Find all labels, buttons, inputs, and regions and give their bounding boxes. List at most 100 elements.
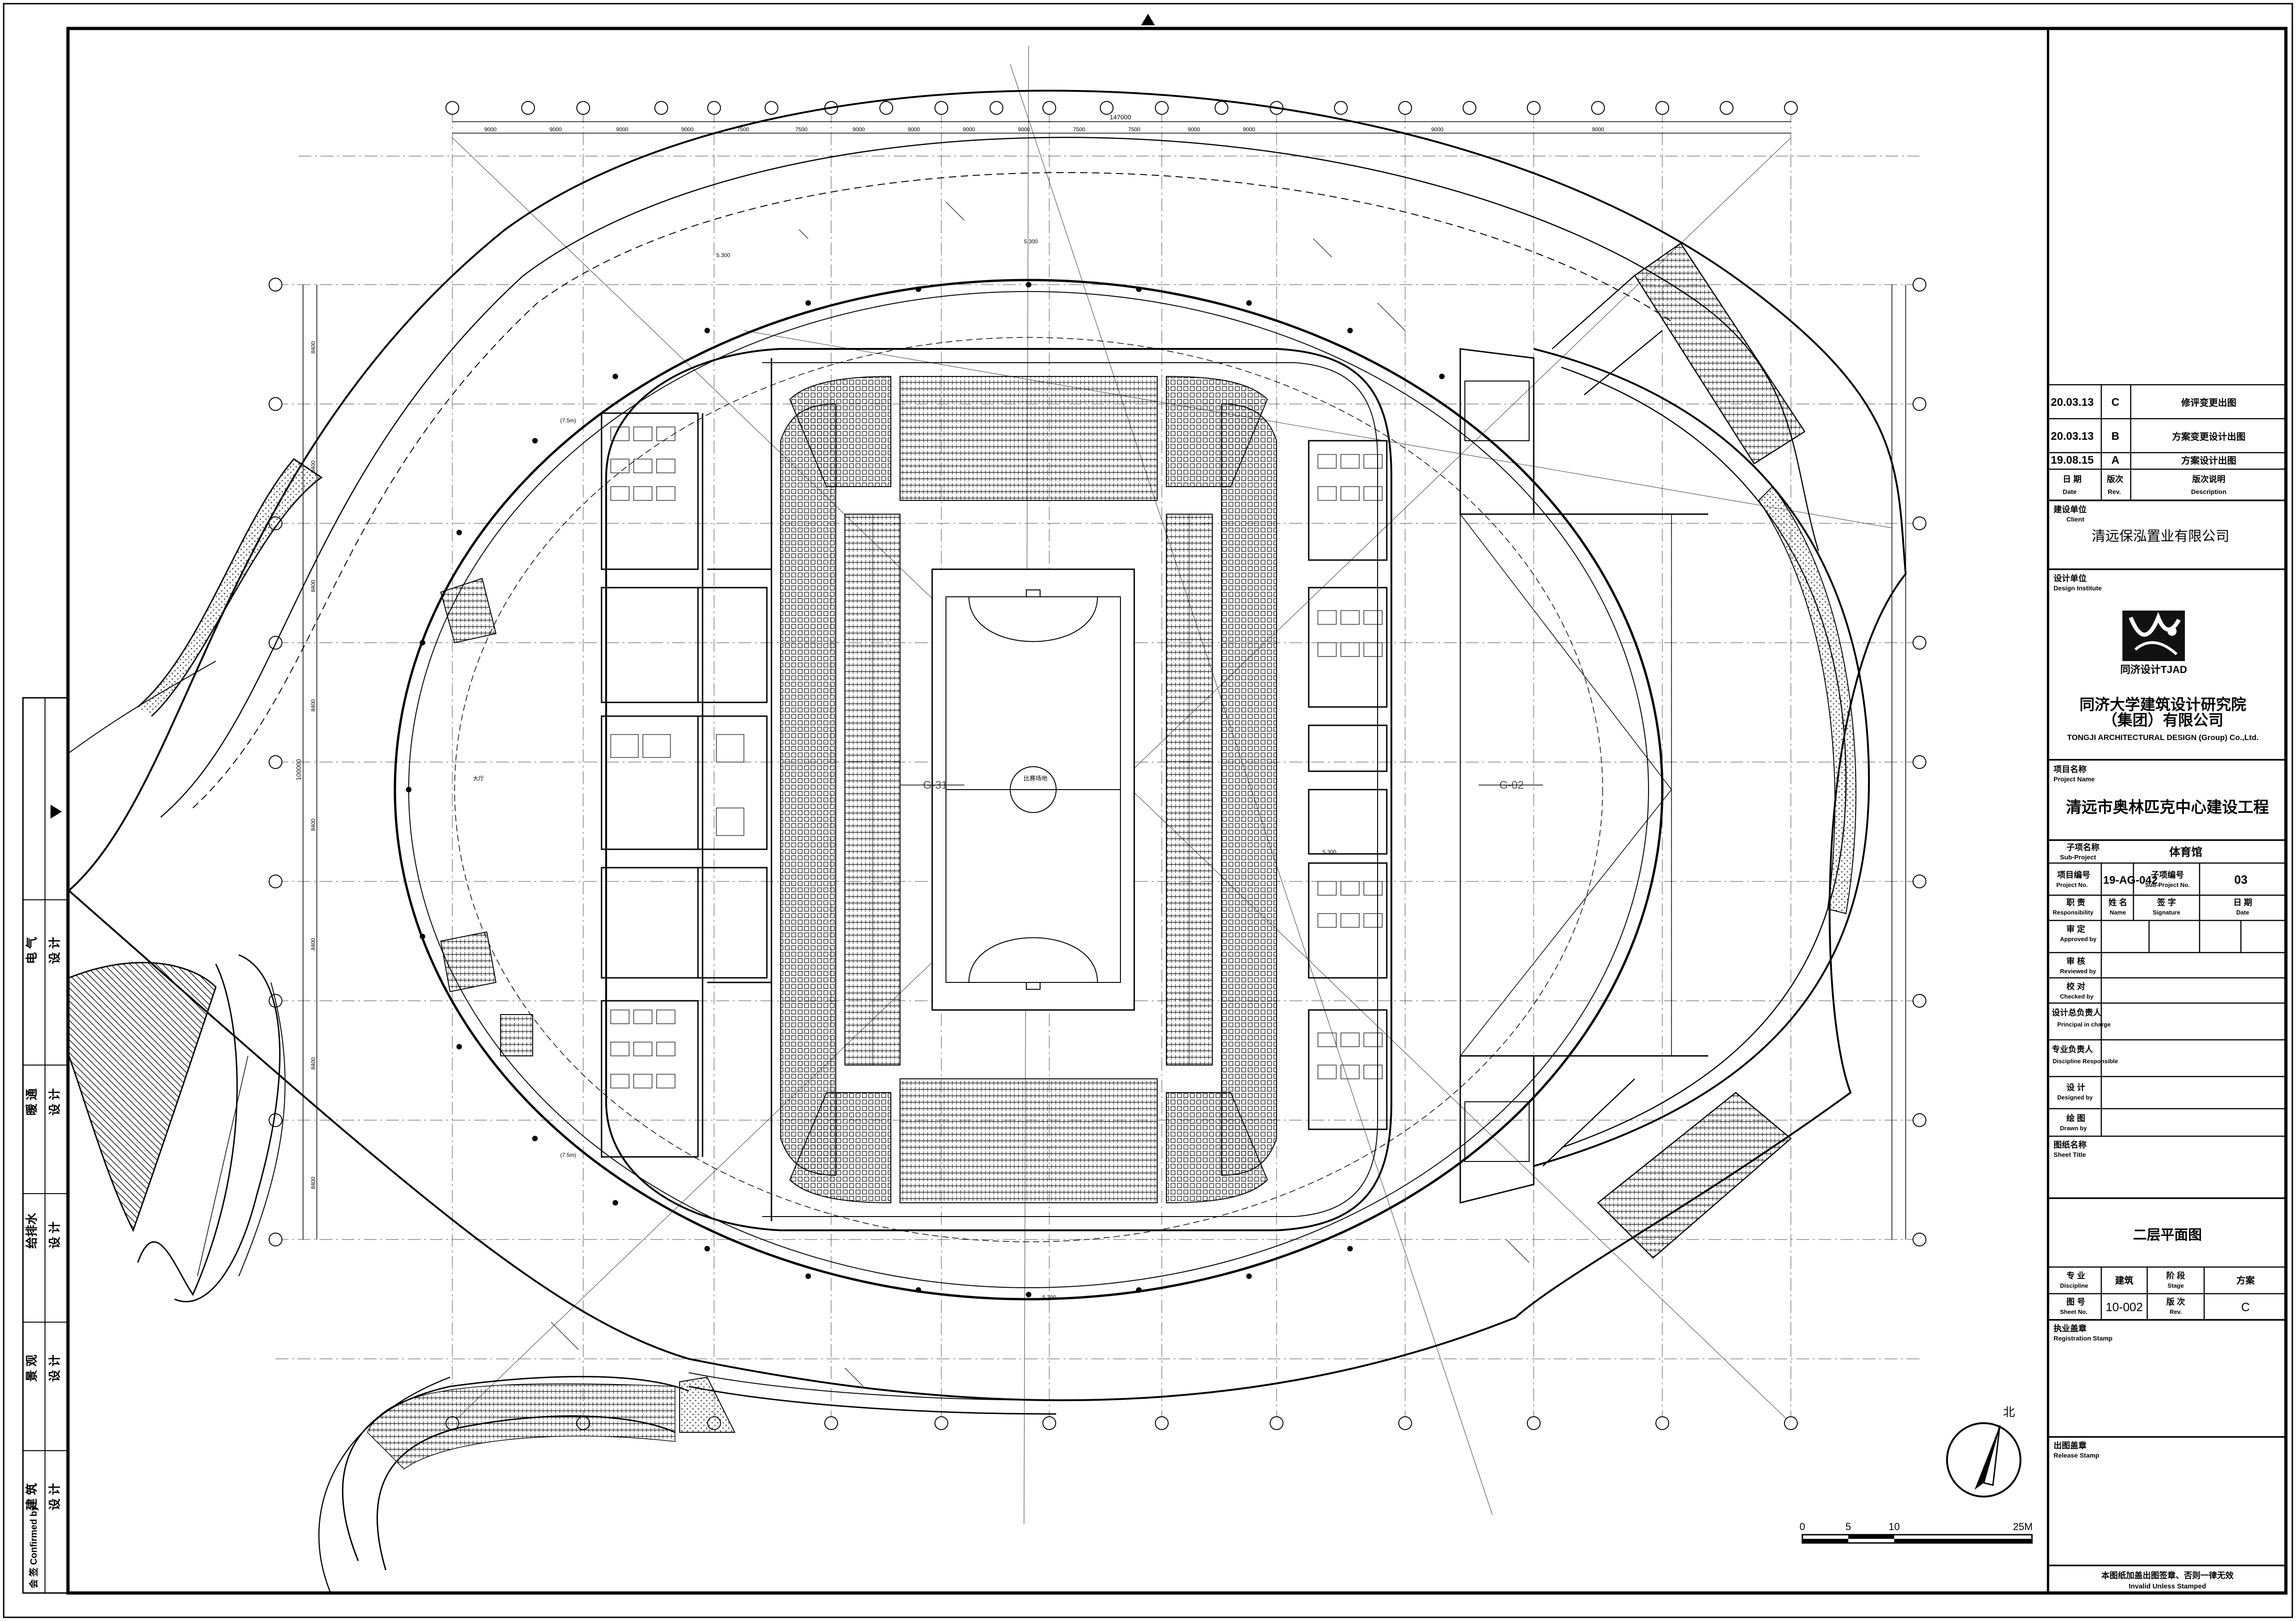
institute-name-1: 同济大学建筑设计研究院 [2080,696,2246,713]
dim-seg: 7500 [1073,126,1086,133]
dim-left-seg: 8400 [310,580,316,592]
role-3: 校 对 [2066,982,2085,991]
east-lobby [1459,348,1708,1204]
discipline-label-en: Discipline [2060,1282,2088,1289]
dim-seg: 9000 [853,126,865,133]
ring-note-2: (7.5m) [560,1152,576,1158]
dim-seg: 9000 [963,126,975,133]
discipline-label: 专 业 [2066,1271,2085,1280]
rev-date-2: 20.03.13 [2051,430,2093,443]
rev-code-2: B [2111,430,2119,443]
east-lobby-arc [1533,348,1870,1167]
role-3-en: Checked by [2060,993,2094,1000]
sheetno-label: 图 号 [2066,1297,2085,1307]
role-2: 审 核 [2066,956,2085,966]
stairs [440,578,533,1056]
date-head-en: Date [2236,909,2249,916]
role-4: 设计总负责人 [2052,1008,2102,1017]
strip-footer: 会 签 Confirmed by [28,1505,39,1588]
role-4-en: Principal in charge [2057,1021,2110,1028]
date-head: 日 期 [2233,898,2252,907]
sig-head: 签 字 [2156,897,2176,907]
rev-code-1: C [2111,396,2119,409]
south-seating [789,1078,1268,1204]
role-1: 审 定 [2066,924,2085,934]
release-label: 出图盖章 [2054,1441,2087,1450]
subproject-label-en: Sub-Project [2060,853,2096,861]
dim-seg: 9000 [616,126,629,133]
ring-note-1: (7.5m) [560,417,576,424]
rev-date-3: 19.08.15 [2051,454,2093,466]
dim-left-seg: 8400 [310,341,316,353]
floor-plan: 147000 9000 9000 9000 9000 7500 7500 900… [68,45,1926,1593]
dimension-top: 147000 [452,113,1791,134]
rev-head-desc-en: Description [2191,488,2226,495]
rev-head-date-en: Date [2063,488,2077,495]
projectno-label-en: Project No. [2056,881,2088,888]
projectno-value: 19-AG-042 [2103,874,2158,886]
projectno-label: 项目编号 [2057,870,2090,880]
stage-label-en: Stage [2167,1282,2183,1289]
sheetrev-label: 版 次 [2166,1297,2185,1307]
rev-code-3: A [2111,454,2119,466]
sheetno-label-en: Sheet No. [2060,1308,2088,1315]
scale-label-5: 5 [1846,1521,1851,1532]
building-outline [394,279,1664,1301]
subprojectno-label: 子项编号 [2151,870,2184,880]
dim-left-seg: 8400 [310,1177,316,1189]
strip-discipline-1: 电 气 [25,937,39,964]
sheet-title-label-en: Sheet Title [2054,1151,2086,1158]
client-label: 建设单位 [2054,505,2087,514]
institute-label-en: Design Institute [2054,584,2102,592]
dim-seg: 9000 [681,126,694,133]
strip-role-2: 设 计 [48,1088,62,1116]
dim-seg: 9000 [1188,126,1200,133]
institute-name-en: TONGJI ARCHITECTURAL DESIGN (Group) Co.,… [2067,733,2258,742]
registration-label: 执业盖章 [2054,1324,2087,1333]
dim-seg: 7500 [1128,126,1141,133]
subprojectno-label-en: Sub-Project No. [2145,881,2190,888]
sheetrev-value: C [2241,1300,2250,1314]
strip-role-5: 设 计 [48,1483,62,1510]
east-rooms [1308,440,1388,1130]
dim-seg: 9000 [1018,126,1030,133]
center-mark-top [1141,14,1155,25]
project-name: 清远市奥林匹克中心建设工程 [2066,798,2269,816]
title-block: 20.03.13 C 修评变更出图 20.03.13 B 方案变更设计出图 19… [2047,27,2287,1594]
rev-desc-3: 方案设计出图 [2181,455,2236,466]
role-7-en: Drawn by [2060,1125,2087,1132]
dim-left-seg: 8400 [310,699,316,712]
release-label-en: Release Stamp [2054,1452,2099,1459]
dim-side-total: 100000 [295,759,302,780]
dim-left-seg: 8400 [310,1057,316,1070]
sheet-title-label: 图纸名称 [2054,1140,2087,1150]
court-label: 比赛场地 [1024,775,1047,782]
scale-label-25: 25M [2013,1521,2033,1532]
elev-marker-3: 5.300 [1322,849,1336,855]
project-label-en: Project Name [2054,775,2095,783]
rev-desc-1: 修评变更出图 [2181,397,2236,408]
rev-head-desc: 版次说明 [2192,474,2225,484]
resp-head-en: Responsibility [2053,909,2094,916]
lens-landscape [68,962,217,1232]
dim-seg: 9000 [484,126,497,133]
rev-head-date: 日 期 [2063,475,2082,484]
invalid-note: 本图纸加盖出图签章、否则一律无效 [2101,1571,2234,1580]
dim-seg: 9000 [550,126,562,133]
rev-head-rev: 版次 [2107,474,2123,484]
dim-seg: 9000 [1243,126,1255,133]
center-mark-left [51,805,62,819]
dimension-top-segments: 9000 9000 9000 9000 7500 7500 9000 9000 … [484,126,1604,133]
scale-label-10: 10 [1889,1521,1900,1532]
elev-marker-2: 5.300 [1024,238,1038,245]
stage-value: 方案 [2236,1275,2255,1286]
dim-seg: 7500 [737,126,749,133]
strip-discipline-2: 暖 通 [25,1088,39,1116]
sig-head-en: Signature [2153,909,2180,916]
dim-seg: 9000 [1431,126,1444,133]
room-label-main: 大厅 [473,775,484,782]
logo-text: 同济设计TJAD [2120,664,2187,675]
north-arrow-icon: 北 [1946,1405,2021,1498]
discipline-value: 建筑 [2115,1275,2133,1286]
